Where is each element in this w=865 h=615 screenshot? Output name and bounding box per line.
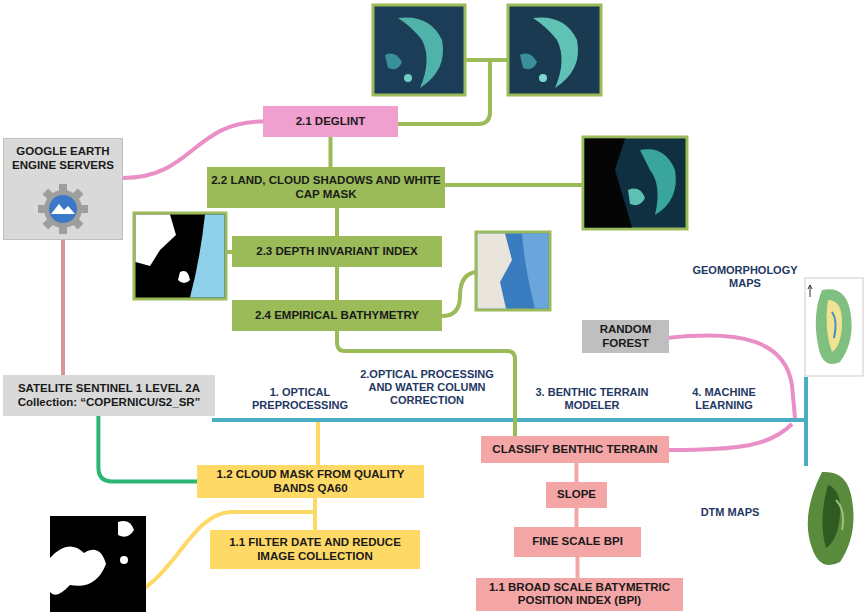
box-text: GOOGLE EARTH ENGINE SERVERS: [8, 145, 118, 172]
map-label: DTM MAPS: [690, 506, 770, 519]
ml-leaders: [667, 335, 795, 450]
process-box: 2.1 DEGLINT: [263, 106, 398, 137]
box-text: SATELITE SENTINEL 1 LEVEL 2A: [18, 382, 200, 396]
image-leader: [443, 183, 583, 187]
ml-leader: [669, 424, 792, 450]
map-label: GEOMORPHOLOGY MAPS: [686, 264, 804, 290]
ml-leader: [667, 335, 795, 418]
connector: [335, 267, 339, 300]
connector: [575, 508, 579, 527]
process-box: SATELITE SENTINEL 1 LEVEL 2ACollection: …: [3, 375, 215, 416]
connector: [313, 498, 317, 530]
box-text: 2.4 EMPIRICAL BATHYMETRY: [255, 309, 419, 323]
geomorphology-map: [805, 278, 863, 376]
image-leader: [465, 58, 508, 62]
process-box: CLASSIFY BENTHIC TERRAIN: [481, 436, 669, 463]
timeline-line: [212, 418, 806, 422]
satellite-thumbnail: [134, 213, 226, 299]
box-text: 2.2 LAND, CLOUD SHADOWS AND WHITE CAP MA…: [211, 174, 441, 201]
stage-label: 3. BENTHIC TERRAIN MODELER: [528, 386, 656, 412]
box-text: FINE SCALE BPI: [532, 535, 623, 549]
earth-engine-icon: [36, 182, 90, 236]
box-text: 1.1 BROAD SCALE BATYMETRIC POSITION INDE…: [480, 581, 679, 608]
process-box: 2.4 EMPIRICAL BATHYMETRY: [232, 300, 442, 331]
cloud-mask-thumbnail: [50, 516, 146, 612]
satellite-thumbnail: [373, 5, 465, 95]
box-text: SLOPE: [557, 488, 596, 502]
connector: [576, 557, 580, 578]
box-text: RANDOM FOREST: [586, 323, 665, 350]
process-box: 2.2 LAND, CLOUD SHADOWS AND WHITE CAP MA…: [207, 167, 445, 208]
stage-label: 4. MACHINE LEARNING: [676, 386, 772, 412]
connector: [98, 416, 197, 482]
image-leader: [442, 272, 476, 316]
timeline-end-bar: [804, 377, 808, 466]
process-box: RANDOM FOREST: [582, 320, 669, 353]
box-text: 2.3 DEPTH INVARIANT INDEX: [256, 245, 417, 259]
process-box: 1.1 FILTER DATE AND REDUCE IMAGE COLLECT…: [210, 530, 420, 569]
box-text: 2.1 DEGLINT: [296, 115, 366, 129]
process-box: 2.3 DEPTH INVARIANT INDEX: [232, 236, 442, 267]
process-box: SLOPE: [546, 482, 607, 508]
box-text: 1.2 CLOUD MASK FROM QUALITY BANDS QA60: [201, 468, 420, 495]
connector: [335, 208, 339, 236]
connector: [329, 137, 333, 167]
stage-label: 2.OPTICAL PROCESSING AND WATER COLUMN CO…: [352, 368, 502, 408]
process-box: FINE SCALE BPI: [514, 527, 641, 557]
connector: [575, 463, 579, 482]
satellite-thumbnail: [476, 232, 550, 310]
box-text: CLASSIFY BENTHIC TERRAIN: [492, 443, 657, 457]
connector: [61, 240, 65, 375]
satellite-thumbnail: [583, 137, 687, 229]
satellite-thumbnail: [508, 5, 601, 95]
stage-leader: [316, 422, 320, 465]
timeline: [212, 377, 806, 466]
process-box: 1.2 CLOUD MASK FROM QUALITY BANDS QA60: [197, 465, 424, 498]
box-text: 1.1 FILTER DATE AND REDUCE IMAGE COLLECT…: [214, 536, 416, 563]
connector: [337, 331, 515, 436]
process-box: 1.1 BROAD SCALE BATYMETRIC POSITION INDE…: [476, 578, 683, 611]
stage-label: 1. OPTICAL PREPROCESSING: [246, 386, 354, 412]
dtm-map: [808, 472, 854, 565]
box-text: Collection: “COPERNICU/S2_SR”: [18, 396, 201, 410]
